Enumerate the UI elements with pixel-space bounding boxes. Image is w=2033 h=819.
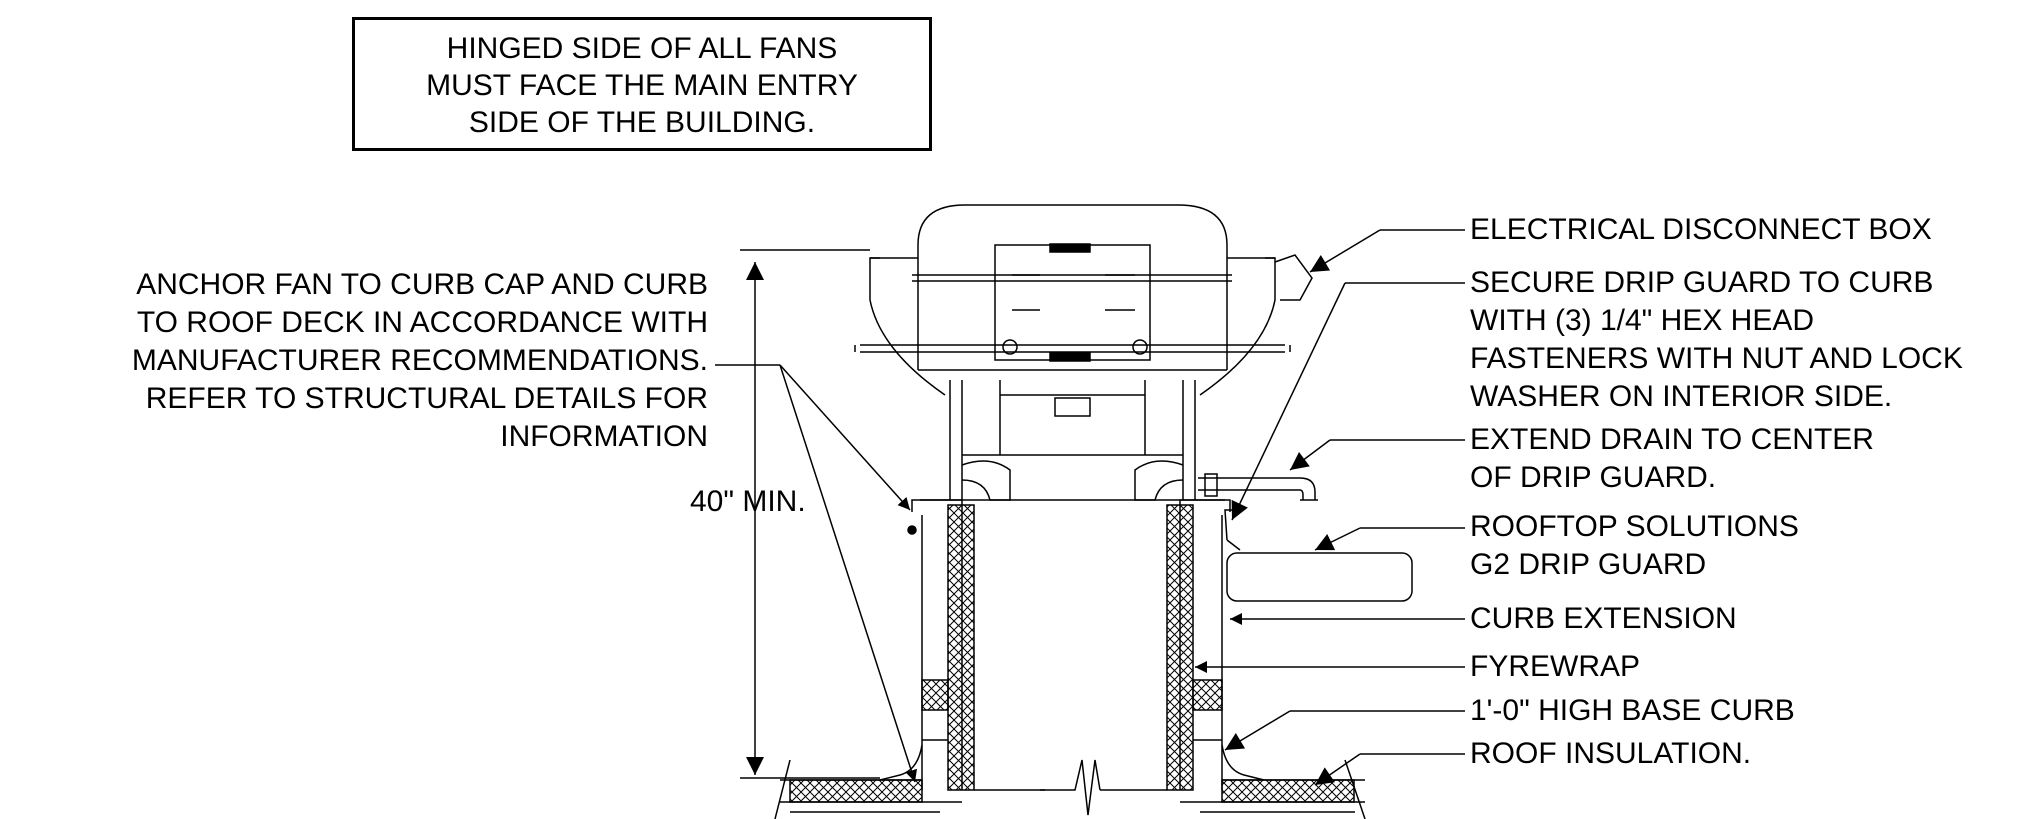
callout-line: ROOF INSULATION. (1470, 737, 1752, 770)
callout-line: OF DRIP GUARD. (1470, 461, 1717, 494)
fyrewrap-right (1166, 504, 1194, 791)
fan-hood (917, 204, 1228, 270)
callout-line: ROOFTOP SOLUTIONS (1470, 510, 1799, 543)
callout-base-curb: 1'-0" HIGH BASE CURB (1470, 692, 1795, 730)
anchor-note: ANCHOR FAN TO CURB CAP AND CURB TO ROOF … (132, 266, 708, 456)
roof-insulation-left (789, 779, 923, 803)
fyrewrap-left (947, 504, 975, 791)
note-line: HINGED SIDE OF ALL FANS (446, 32, 838, 65)
callout-line: WITH (3) 1/4" HEX HEAD (1470, 304, 1815, 337)
drip-guard (1226, 552, 1413, 602)
callout-fyrewrap: FYREWRAP (1470, 648, 1640, 686)
callout-line: ELECTRICAL DISCONNECT BOX (1470, 213, 1932, 246)
callout-line: CURB EXTENSION (1470, 602, 1737, 635)
callout-line: FASTENERS WITH NUT AND LOCK (1470, 342, 1963, 375)
anchor-note-line: INFORMATION (500, 420, 708, 453)
fan-access-panel (994, 244, 1151, 361)
callout-line: EXTEND DRAIN TO CENTER (1470, 423, 1874, 456)
anchor-note-line: TO ROOF DECK IN ACCORDANCE WITH (136, 306, 708, 339)
anchor-note-line: MANUFACTURER RECOMMENDATIONS. (131, 344, 708, 377)
fan-shroud (869, 257, 1276, 396)
callout-curb-extension: CURB EXTENSION (1470, 600, 1737, 638)
break-line (1040, 759, 1101, 816)
callout-roof-insulation: ROOF INSULATION. (1470, 735, 1751, 773)
callout-line: 1'-0" HIGH BASE CURB (1470, 694, 1795, 727)
note-line: SIDE OF THE BUILDING. (468, 106, 816, 139)
callout-disconnect: ELECTRICAL DISCONNECT BOX (1470, 211, 1932, 249)
callout-drip-guard-secure: SECURE DRIP GUARD TO CURB WITH (3) 1/4" … (1470, 264, 1963, 416)
roof-insulation-right (1221, 779, 1355, 803)
drain-pipe (1198, 477, 1316, 500)
callout-line: WASHER ON INTERIOR SIDE. (1470, 380, 1893, 413)
callout-drip-guard: ROOFTOP SOLUTIONS G2 DRIP GUARD (1470, 508, 1799, 584)
electrical-disconnect-box (1274, 254, 1313, 301)
callout-line: G2 DRIP GUARD (1470, 548, 1707, 581)
note-line: MUST FACE THE MAIN ENTRY (426, 69, 858, 102)
callout-drain: EXTEND DRAIN TO CENTER OF DRIP GUARD. (1470, 421, 1874, 497)
callout-line: FYREWRAP (1470, 650, 1641, 683)
orientation-note-box: HINGED SIDE OF ALL FANS MUST FACE THE MA… (352, 17, 932, 151)
anchor-note-line: REFER TO STRUCTURAL DETAILS FOR (145, 382, 708, 415)
anchor-note-line: ANCHOR FAN TO CURB CAP AND CURB (136, 268, 708, 301)
callout-line: SECURE DRIP GUARD TO CURB (1470, 266, 1934, 299)
